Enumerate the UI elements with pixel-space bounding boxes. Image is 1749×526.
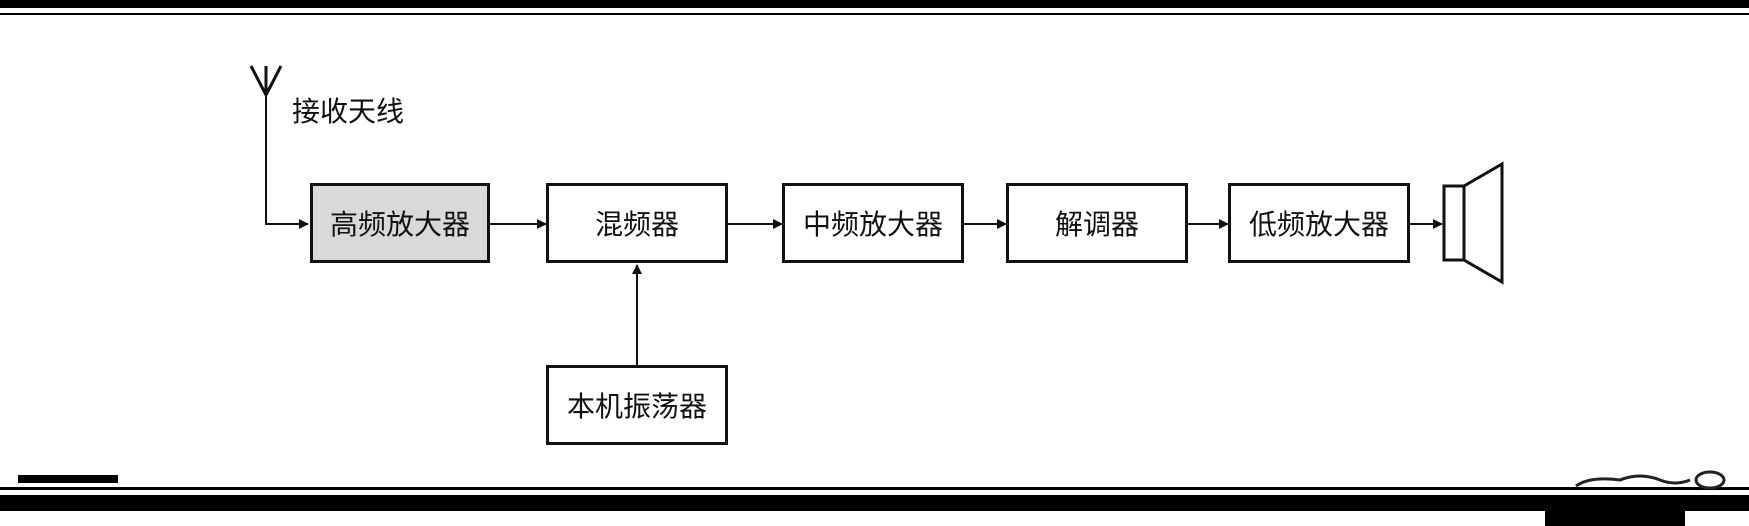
bottom-right-block <box>1545 511 1685 526</box>
bottom-frame-thin-line <box>0 487 1749 490</box>
bottom-left-mark <box>18 475 118 483</box>
if-amplifier-block: 中频放大器 <box>782 183 964 263</box>
corner-scribble-icon <box>1575 470 1726 490</box>
top-frame-bar <box>0 0 1749 8</box>
local-oscillator-block: 本机振荡器 <box>546 365 728 445</box>
rf-amplifier-block: 高频放大器 <box>310 183 490 263</box>
bottom-frame-bar <box>0 495 1749 511</box>
antenna-feed-wire <box>265 95 309 229</box>
speaker-icon <box>1442 161 1504 285</box>
top-frame-thin-line <box>0 13 1749 15</box>
demodulator-block: 解调器 <box>1006 183 1188 263</box>
mixer-block: 混频器 <box>546 183 728 263</box>
antenna-icon <box>249 65 283 96</box>
af-amplifier-block: 低频放大器 <box>1228 183 1410 263</box>
antenna-label: 接收天线 <box>292 95 405 128</box>
